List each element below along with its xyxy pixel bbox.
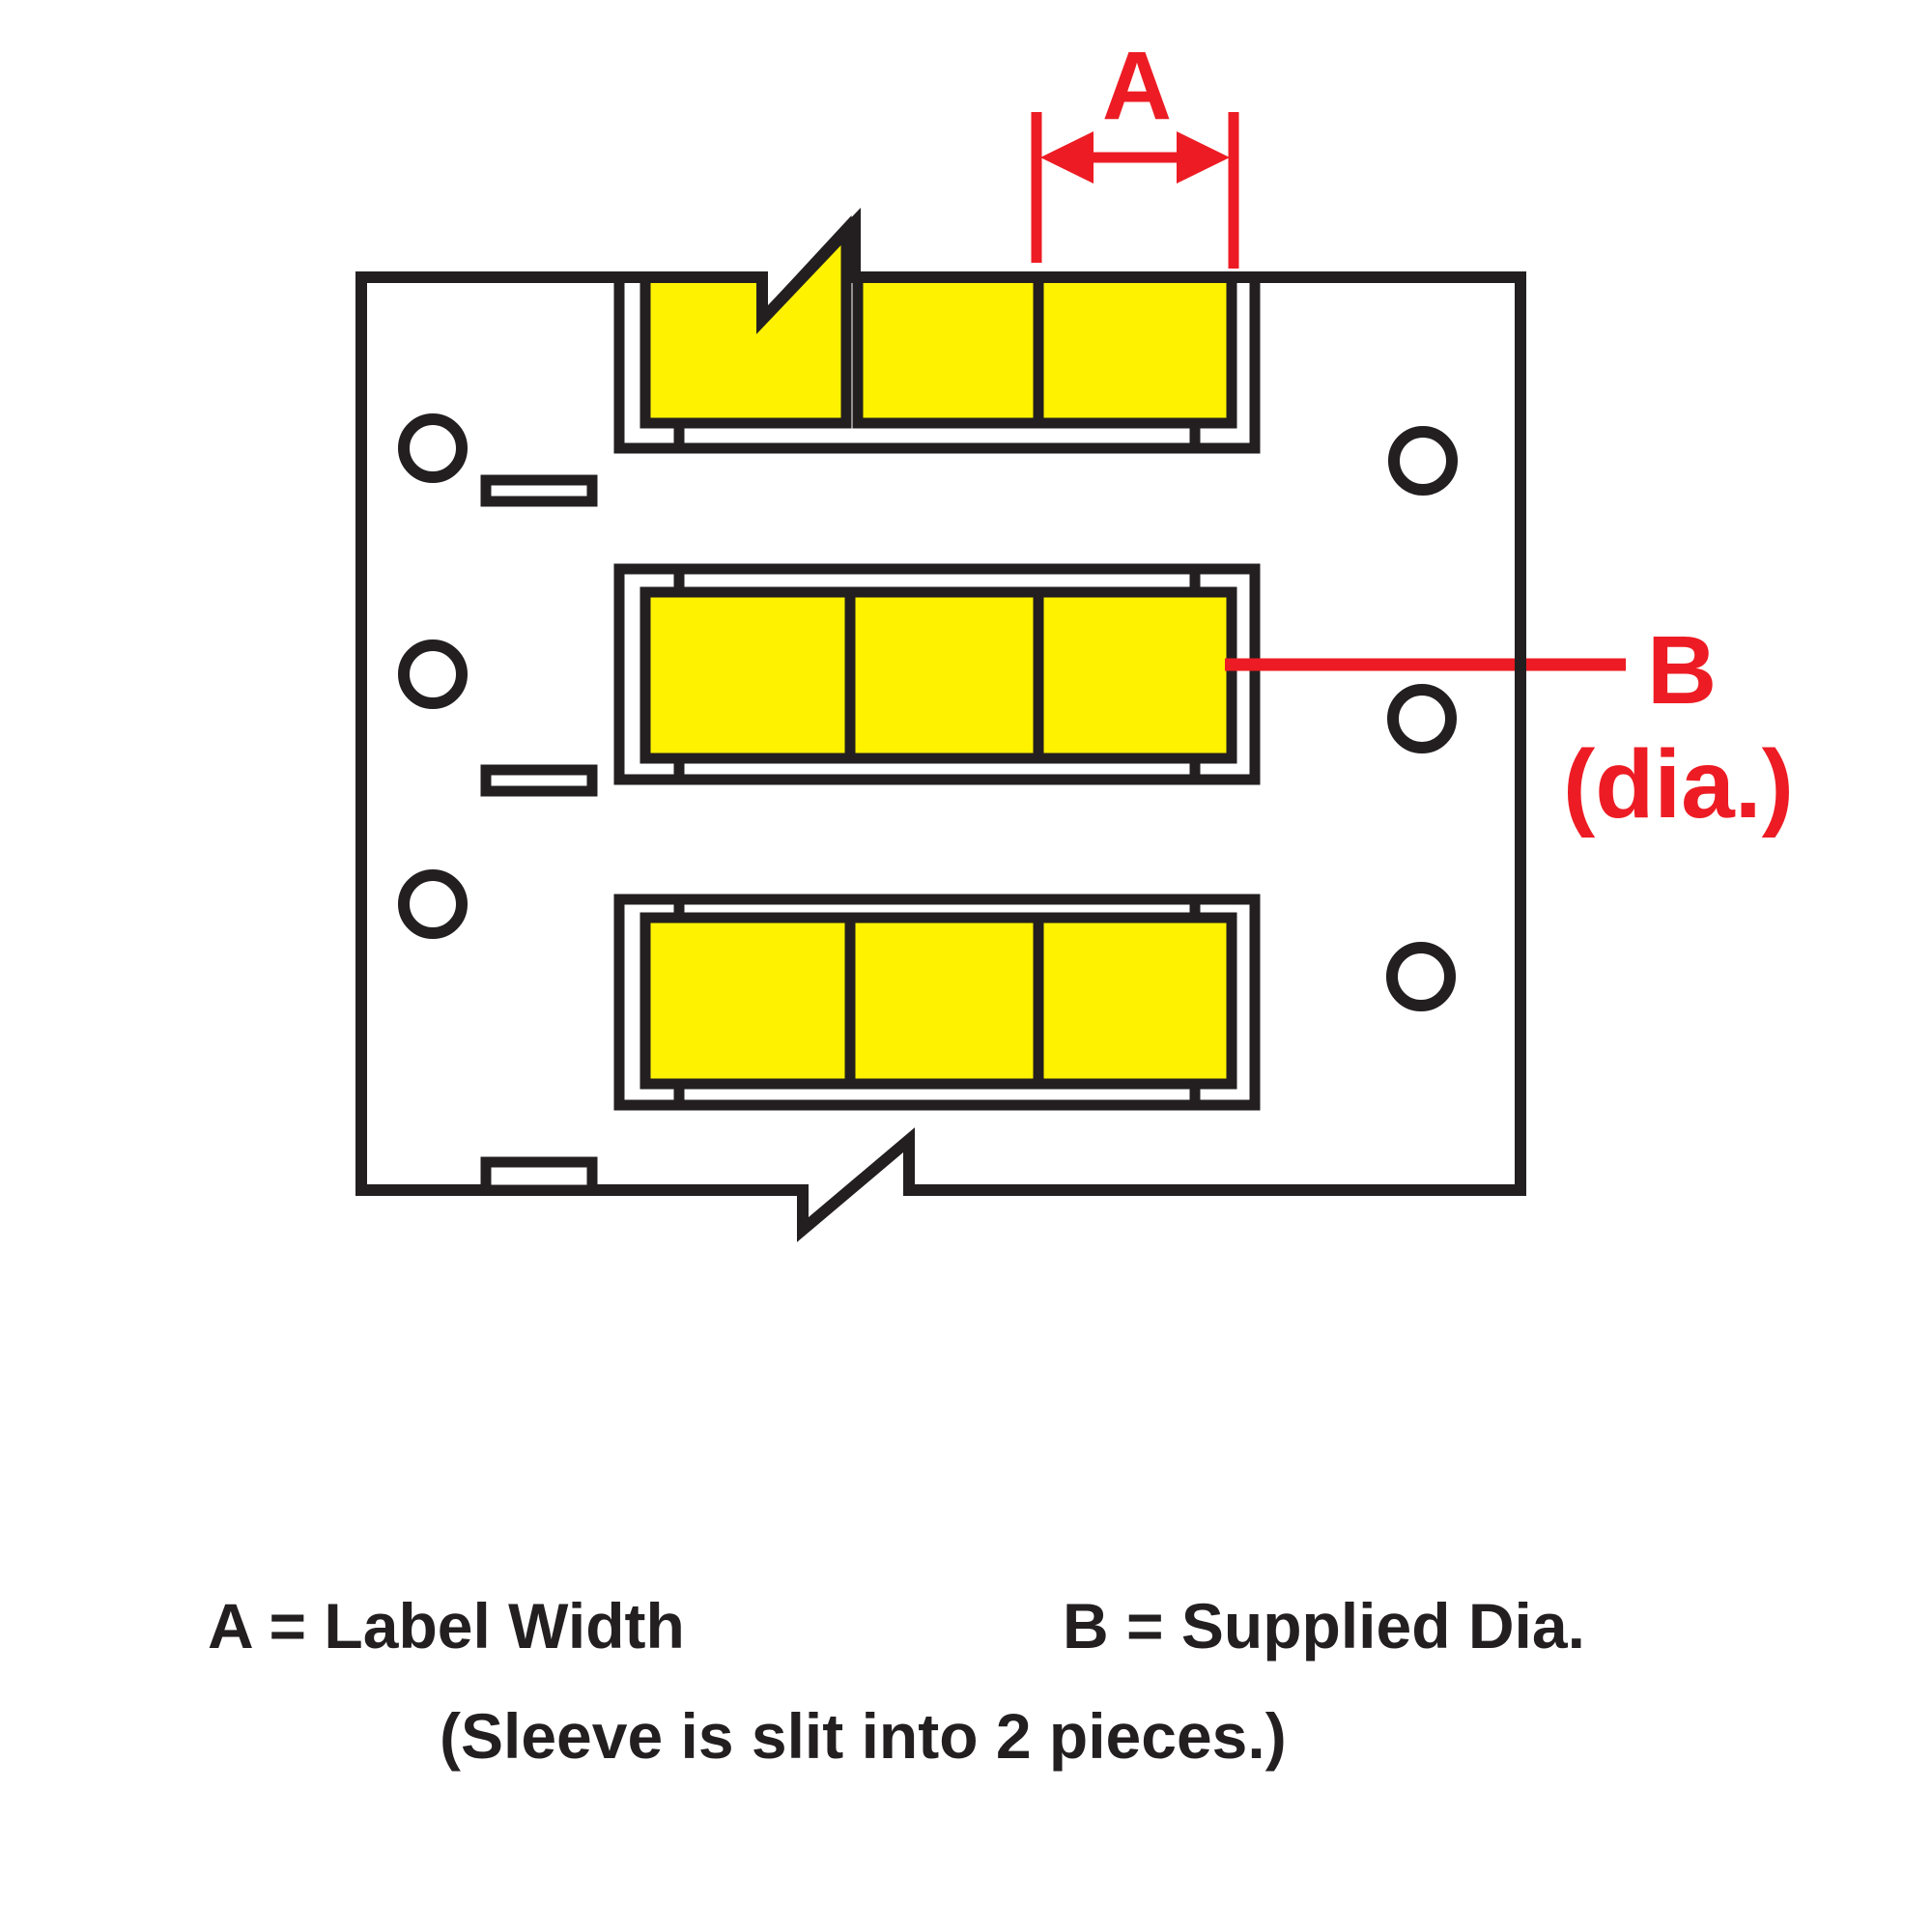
legend-note: (Sleeve is slit into 2 pieces.) — [440, 1700, 1287, 1772]
feed-holes — [398, 413, 1458, 1011]
dim-b-sub-label: (dia.) — [1563, 730, 1794, 838]
dim-b-label: B — [1647, 616, 1717, 724]
dim-a-arrowhead-left — [1040, 131, 1094, 184]
registration-slots — [480, 474, 598, 1196]
dim-a-label: A — [1102, 32, 1172, 140]
feed-hole — [398, 413, 468, 483]
registration-slot — [480, 764, 598, 797]
sleeve-row3 — [639, 912, 1237, 1090]
sleeves — [639, 214, 1237, 1090]
feed-hole — [1388, 426, 1458, 496]
sleeve-row2 — [639, 586, 1237, 764]
sleeve-segment-row1-right — [852, 271, 1237, 429]
feed-hole — [1386, 942, 1456, 1011]
legend: A = Label Width B = Supplied Dia. (Sleev… — [208, 1590, 1585, 1772]
registration-slot — [480, 1156, 598, 1196]
feed-hole — [1387, 684, 1457, 753]
dim-a-annotation: A — [1031, 32, 1239, 269]
feed-hole — [398, 639, 468, 709]
dim-a-arrowhead-right — [1177, 131, 1230, 184]
dim-b-annotation: B (dia.) — [1563, 616, 1794, 838]
carrier-outline — [355, 207, 1526, 1242]
feed-hole — [398, 869, 468, 939]
legend-a: A = Label Width — [208, 1590, 685, 1662]
legend-b: B = Supplied Dia. — [1063, 1590, 1585, 1662]
registration-slot — [480, 474, 598, 507]
